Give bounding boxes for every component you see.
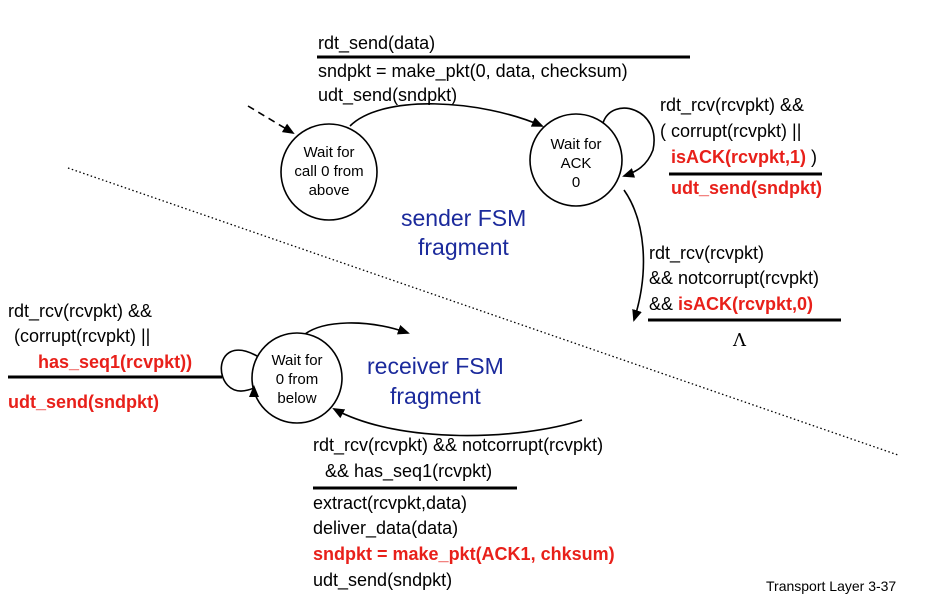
- receiver-bottom-event-2: && has_seq1(rcvpkt): [325, 461, 493, 481]
- sender-loop-event-3: isACK(rcvpkt,1) ): [671, 147, 818, 167]
- receiver-bottom-event-1: rdt_rcv(rcvpkt) && notcorrupt(rcvpkt): [313, 435, 604, 455]
- sender-loop-action: udt_send(sndpkt): [671, 178, 822, 198]
- sender-exit-action: Λ: [733, 330, 746, 351]
- sender-transition-send: [349, 103, 544, 127]
- receiver-self-loop: [220, 349, 259, 398]
- state-wait-call0: [280, 123, 378, 221]
- receiver-exit-arrow: [304, 322, 410, 335]
- state-wait-0-below-label: Wait for 0 from below: [271, 352, 323, 407]
- state-wait-ack0-label: Wait for ACK 0: [550, 136, 602, 191]
- sender-self-loop: [602, 107, 655, 178]
- sender-exit-event-1: rdt_rcv(rcvpkt): [649, 243, 765, 263]
- state-wait-ack0: [529, 113, 623, 207]
- sender-top-event: rdt_send(data): [318, 33, 436, 53]
- sender-top-action-2: udt_send(sndpkt): [318, 85, 458, 105]
- receiver-caption-1: receiver FSM: [367, 353, 504, 379]
- receiver-caption-2: fragment: [390, 383, 481, 409]
- receiver-loop-event-3: has_seq1(rcvpkt)): [38, 352, 193, 372]
- receiver-bottom-action-3: sndpkt = make_pkt(ACK1, chksum): [313, 544, 615, 564]
- receiver-incoming-arrow: [332, 408, 583, 437]
- receiver-loop-event-2: (corrupt(rcvpkt) ||: [14, 326, 151, 346]
- sender-loop-event-1: rdt_rcv(rcvpkt) &&: [660, 95, 805, 115]
- slide-footer: Transport Layer 3-37: [766, 578, 897, 594]
- sender-caption-2: fragment: [418, 234, 509, 260]
- state-wait-call0-label: Wait for call 0 from above: [294, 144, 364, 199]
- state-wait-0-below: [251, 332, 343, 424]
- sender-loop-event-2: ( corrupt(rcvpkt) ||: [660, 121, 802, 141]
- receiver-bottom-action-4: udt_send(sndpkt): [313, 570, 453, 590]
- sender-exit-event-2: && notcorrupt(rcvpkt): [649, 268, 820, 288]
- receiver-loop-action: udt_send(sndpkt): [8, 392, 159, 412]
- sender-caption-1: sender FSM: [401, 205, 527, 231]
- sender-exit-transition: [623, 189, 645, 322]
- receiver-bottom-action-1: extract(rcvpkt,data): [313, 493, 468, 513]
- receiver-loop-event-1: rdt_rcv(rcvpkt) &&: [8, 301, 153, 321]
- sender-top-action-1: sndpkt = make_pkt(0, data, checksum): [318, 61, 628, 81]
- sender-exit-event-3: && isACK(rcvpkt,0): [649, 294, 814, 314]
- initial-arrow: [247, 105, 295, 135]
- receiver-bottom-action-2: deliver_data(data): [313, 518, 459, 538]
